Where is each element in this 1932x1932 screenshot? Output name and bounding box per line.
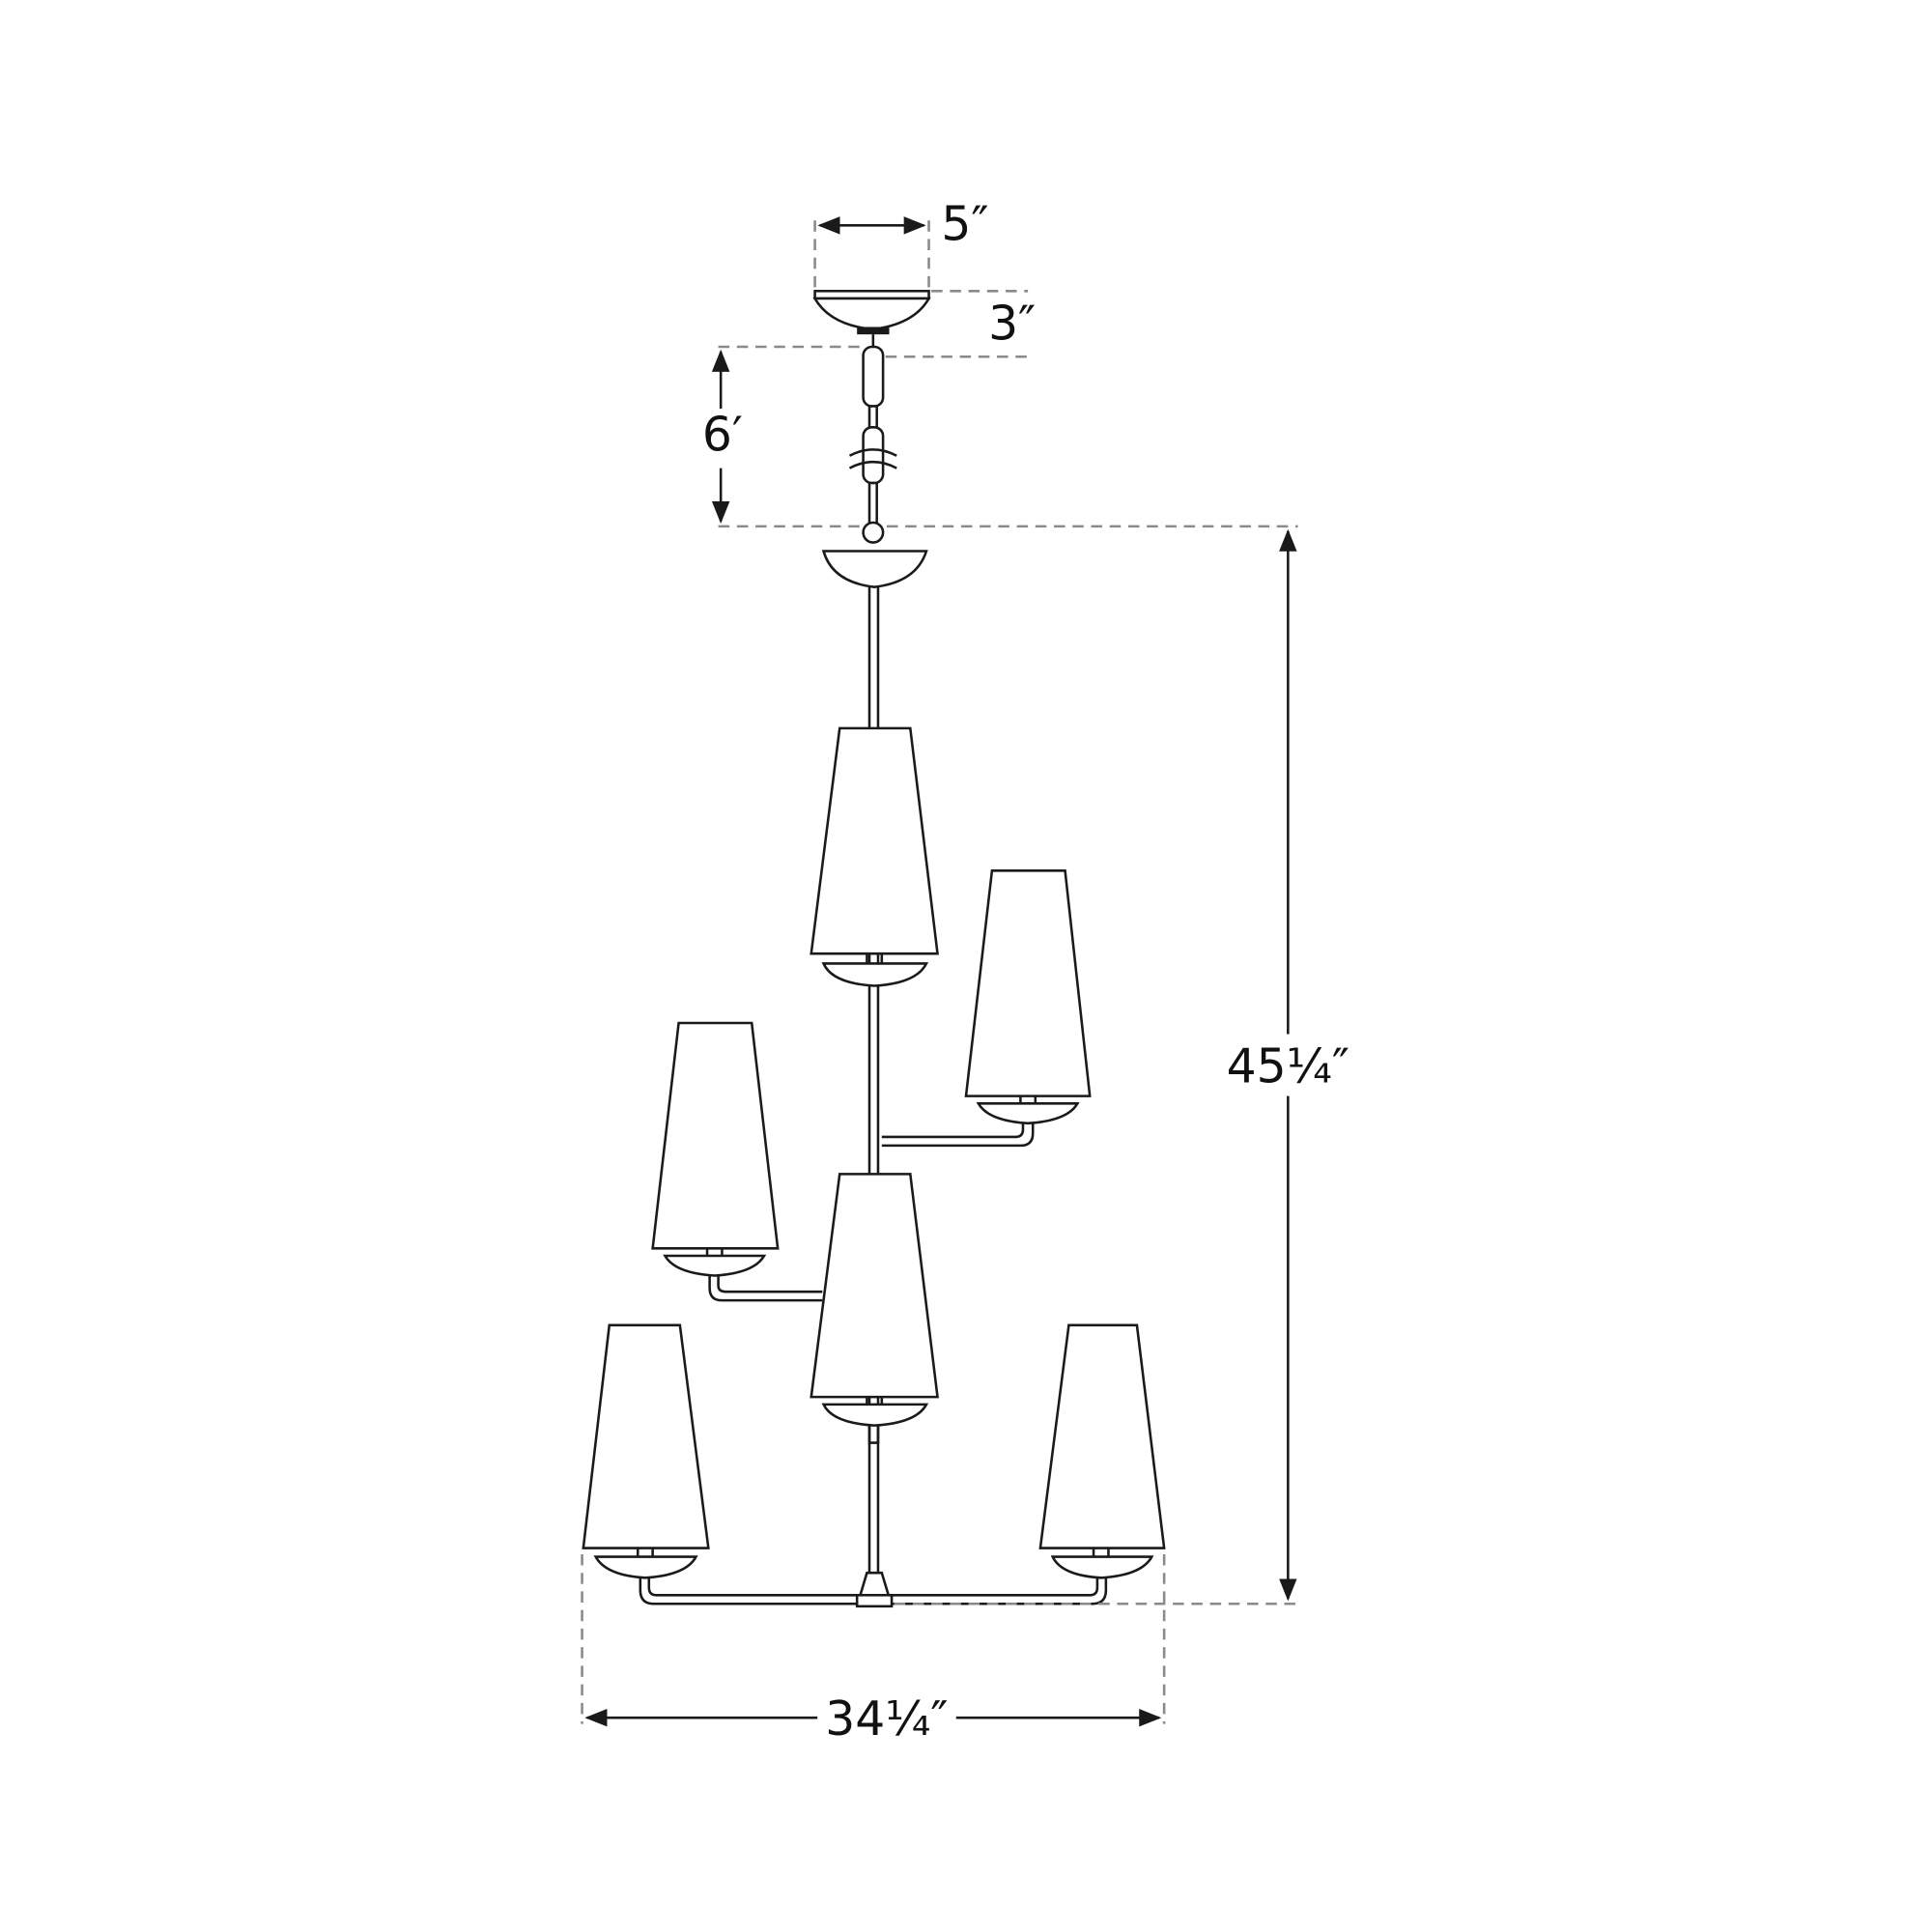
ceiling-canopy bbox=[812, 290, 931, 335]
fixture-body bbox=[821, 550, 928, 1608]
canopy-height-dimension: 3″ bbox=[885, 290, 1036, 358]
chain-length-dimension: 6′ bbox=[702, 345, 867, 528]
canopy-height-label: 3″ bbox=[988, 297, 1036, 351]
light-lower-center bbox=[810, 1173, 939, 1444]
light-top-center bbox=[810, 726, 939, 987]
fixture-height-label: 45¼″ bbox=[1227, 1040, 1350, 1094]
fixture-height-dimension: 45¼″ bbox=[886, 525, 1350, 1605]
chain-length-label: 6′ bbox=[702, 409, 743, 463]
chain bbox=[848, 334, 897, 544]
canopy-width-label: 5″ bbox=[941, 198, 988, 252]
fixture-width-label: 34¼″ bbox=[825, 1692, 948, 1747]
light-bottom-left bbox=[582, 1323, 710, 1579]
fixture-width-dimension: 34¼″ bbox=[581, 1553, 1166, 1749]
arms bbox=[639, 1121, 1108, 1605]
light-bottom-right bbox=[1038, 1323, 1166, 1579]
light-upper-right bbox=[964, 869, 1092, 1125]
light-middle-left bbox=[651, 1021, 780, 1277]
canopy-width-dimension: 5″ bbox=[813, 198, 989, 292]
